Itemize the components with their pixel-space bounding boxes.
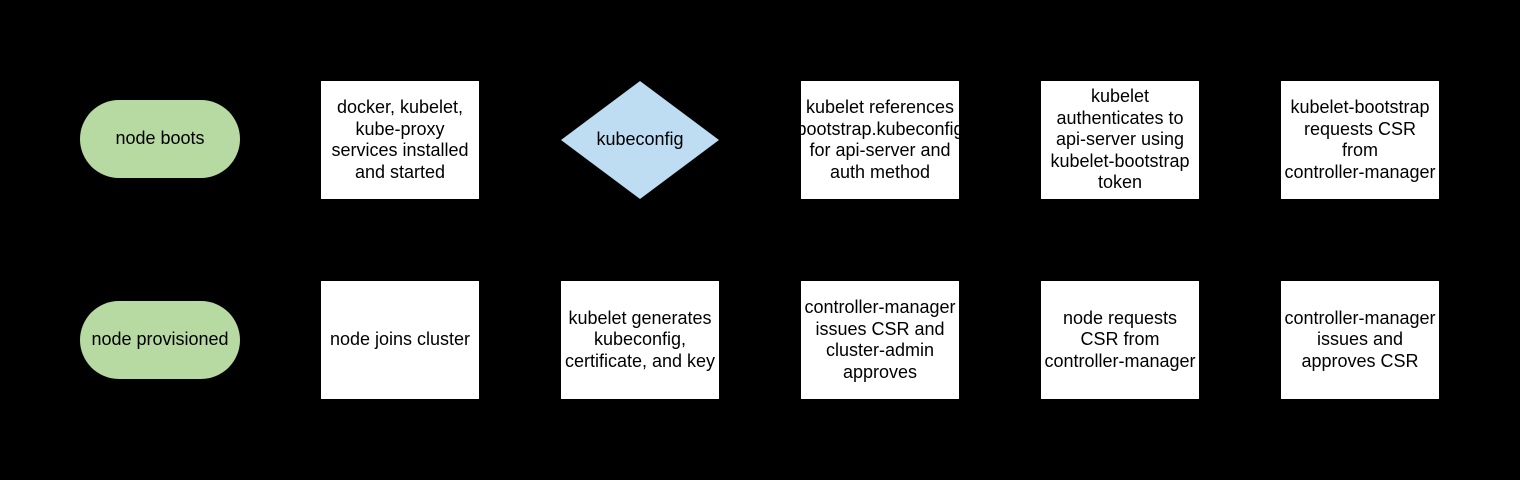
terminator-node-boots: node boots — [80, 100, 240, 178]
process-cm-issues-approves-csr: controller-manager issues and approves C… — [1281, 281, 1439, 399]
process-kubelet-generates: kubelet generates kubeconfig, certificat… — [561, 281, 719, 399]
node-label: kubeconfig — [596, 129, 684, 150]
node-label: node joins cluster — [329, 329, 471, 350]
node-label: node requests CSR from controller-manage… — [1044, 307, 1196, 371]
node-label: kubelet references bootstrap.kubeconfig … — [796, 97, 964, 182]
process-kubelet-references-bootstrap: kubelet references bootstrap.kubeconfig … — [796, 81, 964, 199]
node-label: kubelet authenticates to api-server usin… — [1050, 86, 1190, 193]
process-services-installed: docker, kubelet, kube-proxy services ins… — [321, 81, 479, 199]
node-label: kubelet generates kubeconfig, certificat… — [564, 307, 716, 371]
node-label: controller-manager issues and approves C… — [1284, 307, 1436, 371]
process-node-joins-cluster: node joins cluster — [321, 281, 479, 399]
process-kubelet-authenticates: kubelet authenticates to api-server usin… — [1041, 81, 1199, 199]
node-label: node provisioned — [91, 329, 229, 350]
terminator-node-provisioned: node provisioned — [80, 301, 240, 379]
decision-kubeconfig: kubeconfig — [561, 81, 719, 199]
process-node-requests-csr: node requests CSR from controller-manage… — [1041, 281, 1199, 399]
node-label: node boots — [115, 128, 205, 149]
node-label: kubelet-bootstrap requests CSR from cont… — [1284, 97, 1436, 182]
node-label: docker, kubelet, kube-proxy services ins… — [331, 97, 469, 182]
process-cm-issues-csr-admin-approves: controller-manager issues CSR and cluste… — [801, 281, 959, 399]
process-bootstrap-requests-csr: kubelet-bootstrap requests CSR from cont… — [1281, 81, 1439, 199]
node-label: controller-manager issues CSR and cluste… — [804, 297, 956, 382]
